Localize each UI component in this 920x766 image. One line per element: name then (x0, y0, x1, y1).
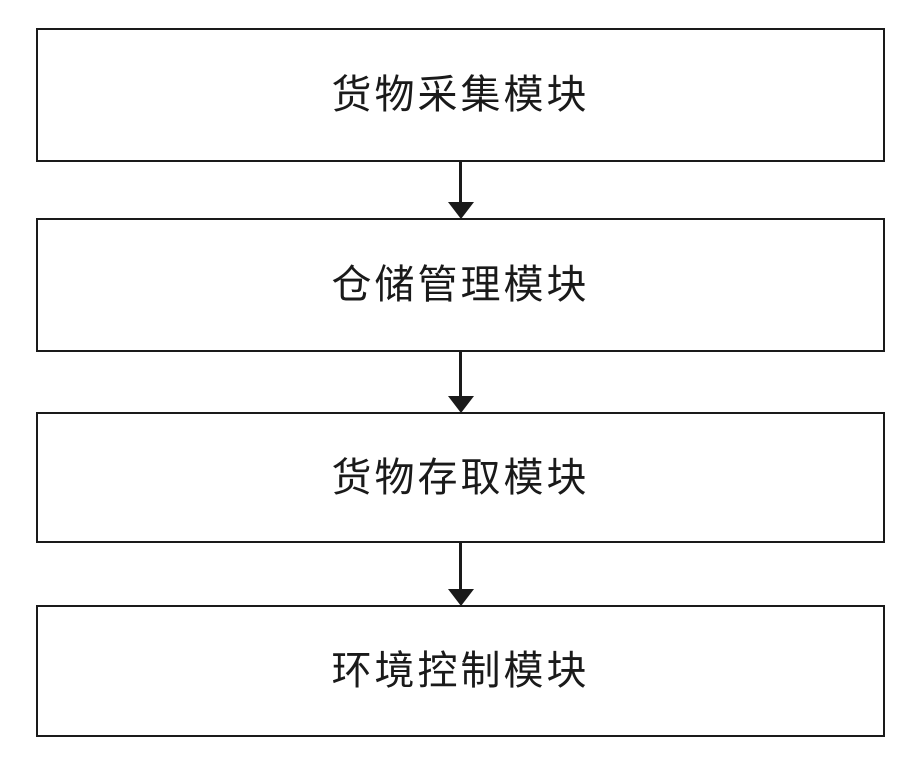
arrow-down-3 (448, 542, 474, 606)
arrow-down-1 (448, 161, 474, 219)
arrow-head-icon (448, 396, 474, 413)
module-box-cargo-access: 货物存取模块 (36, 412, 885, 543)
module-box-cargo-collection: 货物采集模块 (36, 28, 885, 162)
module-label: 货物存取模块 (331, 455, 590, 500)
arrow-line (459, 542, 462, 592)
arrow-line (459, 161, 462, 205)
module-box-environment-control: 环境控制模块 (36, 605, 885, 737)
module-label: 仓储管理模块 (331, 263, 590, 307)
module-box-warehouse-management: 仓储管理模块 (36, 218, 885, 352)
arrow-head-icon (448, 202, 474, 219)
module-label: 环境控制模块 (331, 649, 590, 693)
arrow-head-icon (448, 589, 474, 606)
arrow-down-2 (448, 351, 474, 413)
arrow-line (459, 351, 462, 399)
module-label: 货物采集模块 (331, 73, 590, 117)
